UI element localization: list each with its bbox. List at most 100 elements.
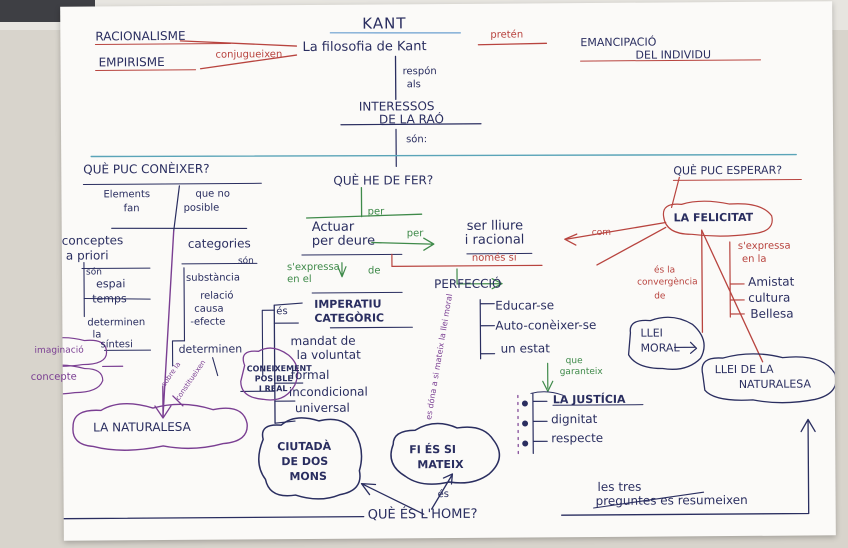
node-efecte: -efecte (190, 316, 226, 328)
purple-vertical (162, 230, 175, 417)
com-arrow (564, 221, 667, 246)
felicitat-cloud (662, 200, 773, 237)
label-determinen-line1: determinen (87, 317, 146, 329)
node-llei-naturalesa-line2: NATURALESA (738, 377, 812, 391)
node-educar-se: Educar-se (495, 298, 555, 313)
node-incondicional: incondicional (288, 384, 368, 400)
label-son-b: són (237, 256, 254, 267)
label-sexpressa-line1: s'expressa (286, 261, 340, 274)
bottom-right-frame (561, 420, 810, 516)
node-interessos-line2: DE LA RAÓ (378, 112, 444, 127)
node-ciutada-line3: MONS (289, 469, 327, 484)
connector-lines (60, 32, 836, 520)
label-conjugueixen: conjugueixen (215, 49, 283, 61)
node-un-estat: un estat (500, 341, 551, 356)
diagram-title: KANT (362, 14, 407, 33)
node-respecte: respecte (551, 430, 604, 446)
node-auto-coneixer-se: Auto-conèixer-se (495, 317, 597, 333)
node-cultura: cultura (748, 290, 791, 305)
bottom-left-frame (60, 426, 365, 520)
preten-arrow (477, 42, 548, 46)
interessos-underline (340, 123, 482, 126)
node-conceptes-line2: a priori (65, 248, 109, 263)
label-respon-line2: als (406, 79, 421, 91)
label-garanteix: garanteix (559, 366, 603, 378)
paper-sheet: KANT RACIONALISME EMPIRISME conjugueixen… (31, 1, 836, 541)
label-es-la-line2: convergència (637, 277, 698, 288)
empirisme-arrow (199, 54, 298, 70)
node-substancia: substància (186, 272, 240, 284)
empirisme-underline (95, 69, 197, 71)
question-que-puc-esperar: QUÈ PUC ESPERAR? (673, 163, 783, 178)
question-que-es-lhome: QUÈ ÉS L'HOME? (367, 506, 478, 523)
node-racionalisme: RACIONALISME (95, 28, 186, 44)
node-formal: formal (290, 367, 330, 383)
node-relacio: relació (200, 290, 234, 302)
node-categories: categories (187, 236, 251, 251)
q1-underline (82, 182, 262, 186)
node-conceptes-line1: conceptes (61, 233, 124, 248)
label-per-top: per (367, 206, 385, 218)
node-llei-moral-line2: MORAL (640, 341, 680, 355)
naturalesa-cloud (72, 403, 248, 451)
node-ser-lliure-line2: i racional (464, 232, 525, 248)
label-preten: pretén (490, 29, 524, 41)
label-es: és (276, 306, 288, 318)
label-son: són: (406, 134, 428, 146)
label-son-a: són (85, 267, 102, 278)
node-causa: causa (194, 303, 224, 315)
label-que: que (565, 356, 583, 367)
node-filosofia-kant: La filosofia de Kant (302, 39, 427, 56)
node-concepte: concepte (30, 371, 77, 383)
label-com: com (591, 227, 612, 238)
node-interessos-line1: INTERESSOS (358, 99, 435, 114)
title-underline (329, 32, 461, 34)
node-ser-lliure-line1: ser lliure (466, 218, 524, 234)
node-ciutada-line1: CIUTADÀ (277, 439, 332, 454)
node-emancipacio-line2: DEL INDIVIDU (635, 48, 712, 62)
label-de: de (367, 265, 381, 277)
node-la-naturalesa: LA NATURALESA (93, 419, 191, 435)
node-llei-naturalesa-line1: LLEI DE LA (714, 362, 774, 377)
node-empirisme: EMPIRISME (98, 54, 165, 70)
node-fi-line1: FI ÉS SI (409, 442, 457, 457)
llei-moral-cloud (627, 316, 705, 370)
label-les-tres: les tres (597, 479, 642, 494)
racionalisme-arrow (179, 40, 298, 47)
node-la-justicia: LA JUSTÍCIA (552, 392, 626, 407)
emancipacio-underline (580, 59, 762, 62)
label-elements: Elements (103, 189, 151, 201)
label-posible: posible (183, 202, 220, 214)
label-determinen-line3: síntesi (100, 339, 133, 351)
label-preguntes-resumeixen: preguntes es resumeixen (595, 492, 748, 508)
llei-naturalesa-cloud (701, 353, 836, 404)
label-que-no: que no (195, 188, 230, 200)
node-imperatiu-line2: CATEGÒRIC (314, 311, 385, 325)
label-sexpressa-line2: en el (287, 273, 312, 286)
node-universal: universal (294, 400, 350, 416)
node-bellesa: Bellesa (750, 306, 794, 321)
label-fan: fan (123, 203, 140, 215)
fi-cloud (390, 422, 501, 485)
node-coneixement-line2: POSIBLE (254, 374, 293, 384)
node-coneixement-line3: I REAL (258, 384, 288, 394)
racionalisme-underline (94, 43, 231, 45)
label-respon-line1: respón (402, 66, 437, 78)
node-imaginacio: imaginació (34, 345, 84, 356)
label-es-la-line3: de (654, 291, 666, 302)
label-nomes-si: només si (471, 252, 517, 264)
node-emancipacio-line1: EMANCIPACIÓ (580, 35, 657, 50)
label-determinen-c: determinen (178, 342, 243, 356)
question-que-he-de-fer: QUÈ HE DE FER? (333, 173, 434, 188)
concepte-cloud (60, 364, 104, 395)
label-sexpressa-q3-line1: s'expressa (737, 240, 791, 252)
node-ciutada-line2: DE DOS (281, 454, 329, 469)
node-llei-moral-line1: LLEI (640, 326, 663, 340)
teal-branch-line (90, 153, 797, 158)
node-espai: espai (96, 277, 126, 291)
node-amistat: Amistat (748, 274, 795, 289)
node-la-felicitat: LA FELICITAT (673, 210, 754, 225)
node-fi-line2: MATEIX (417, 457, 464, 472)
label-es-bottom: és (437, 488, 449, 501)
per-arrow (371, 237, 435, 251)
